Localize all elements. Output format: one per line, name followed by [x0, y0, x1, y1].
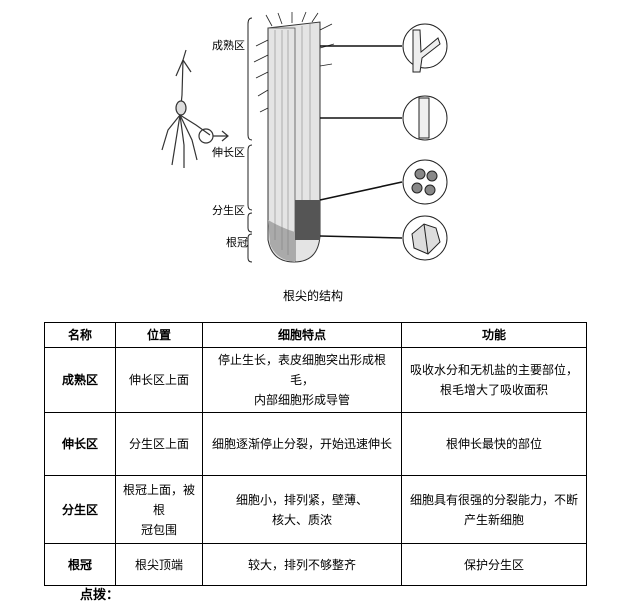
row-position: 根尖顶端	[115, 543, 203, 586]
zone-label-elongation: 伸长区	[212, 146, 245, 159]
zone-label-mature: 成熟区	[212, 38, 245, 52]
header-position: 位置	[115, 322, 203, 348]
row-cells: 细胞逐渐停止分裂，开始迅速伸长	[202, 412, 402, 476]
row-name: 伸长区	[44, 412, 116, 476]
root-zone-table: 名称 位置 细胞特点 功能 成熟区 伸长区上面 停止生长，表皮细胞突出形成根毛，…	[44, 322, 587, 586]
meristem-cell-circle	[402, 159, 448, 205]
table-row: 伸长区 分生区上面 细胞逐渐停止分裂，开始迅速伸长 根伸长最快的部位	[44, 412, 587, 476]
row-name: 分生区	[44, 475, 116, 544]
cell-magnifications	[402, 23, 448, 261]
row-function: 吸收水分和无机盐的主要部位，根毛增大了吸收面积	[401, 347, 587, 413]
table-header-row: 名称 位置 细胞特点 功能	[44, 322, 587, 348]
seedling-drawing	[161, 49, 229, 168]
header-function: 功能	[401, 322, 587, 348]
figure-caption: 根尖的结构	[282, 289, 343, 303]
row-position: 根冠上面，被根冠包围	[115, 475, 203, 544]
row-function: 根伸长最快的部位	[401, 412, 587, 476]
table-row: 根冠 根尖顶端 较大，排列不够整齐 保护分生区	[44, 543, 587, 586]
zone-label-meristem: 分生区	[212, 203, 245, 217]
row-name: 成熟区	[44, 347, 116, 413]
root-tip-illustration: 成熟区 伸长区 分生区 根冠	[161, 11, 448, 263]
tip-label: 点拨：	[80, 588, 120, 603]
mature-zone-cell-circle	[402, 23, 448, 69]
table-row: 分生区 根冠上面，被根冠包围 细胞小，排列紧，壁薄、核大、质浓 细胞具有很强的分…	[44, 475, 587, 544]
row-name: 根冠	[44, 543, 116, 586]
row-cells: 停止生长，表皮细胞突出形成根毛，内部细胞形成导管	[202, 347, 402, 413]
header-cell-features: 细胞特点	[202, 322, 402, 348]
row-cells: 较大，排列不够整齐	[202, 543, 402, 586]
row-position: 分生区上面	[115, 412, 203, 476]
row-function: 细胞具有很强的分裂能力，不断产生新细胞	[401, 475, 587, 544]
row-cells: 细胞小，排列紧，壁薄、核大、质浓	[202, 475, 402, 544]
table-row: 成熟区 伸长区上面 停止生长，表皮细胞突出形成根毛，内部细胞形成导管 吸收水分和…	[44, 347, 587, 413]
row-function: 保护分生区	[401, 543, 587, 586]
zone-braces	[247, 17, 253, 263]
root-tip-drawing	[253, 11, 403, 263]
zone-label-root-cap: 根冠	[226, 235, 248, 249]
header-name: 名称	[44, 322, 116, 348]
row-position: 伸长区上面	[115, 347, 203, 413]
